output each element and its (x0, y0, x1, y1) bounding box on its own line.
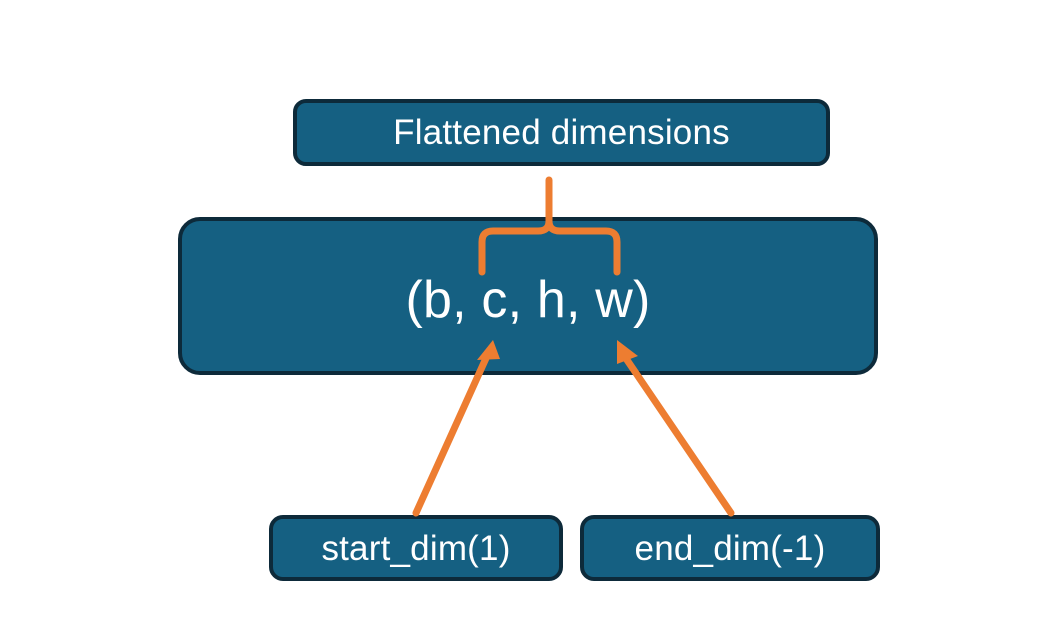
flattened-dimensions-box[interactable]: Flattened dimensions (293, 99, 830, 166)
end-dim-box[interactable]: end_dim(-1) (580, 515, 880, 581)
tensor-shape-box[interactable]: (b, c, h, w) (178, 217, 878, 375)
end-dim-arrow-shaft (621, 353, 735, 517)
start-dim-label: start_dim(1) (321, 528, 511, 568)
start-dim-box[interactable]: start_dim(1) (269, 515, 563, 581)
flattened-dimensions-label: Flattened dimensions (393, 113, 730, 152)
start-dim-arrow-shaft (412, 352, 491, 517)
tensor-shape-label: (b, c, h, w) (405, 271, 651, 329)
end-dim-label: end_dim(-1) (634, 528, 826, 568)
